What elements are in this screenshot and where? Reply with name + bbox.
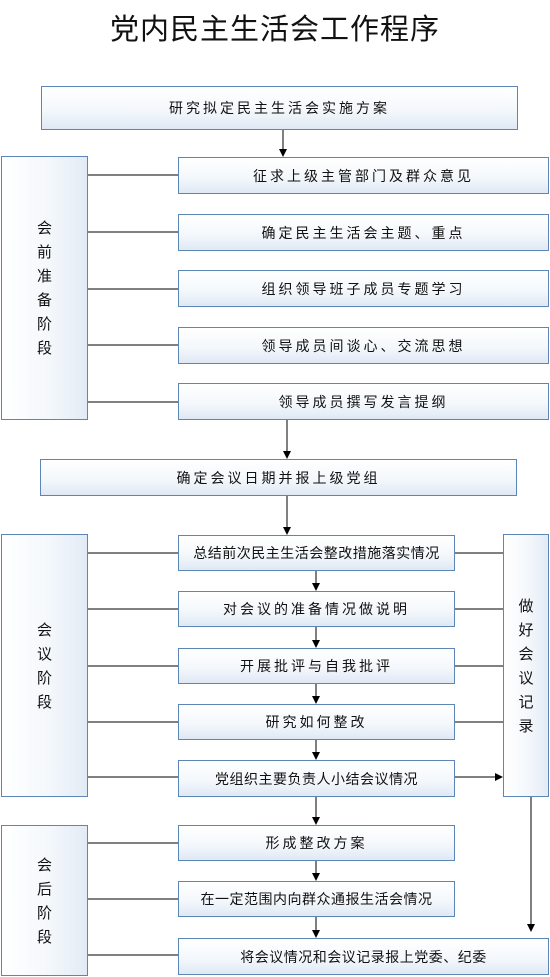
step-set-date: 确定会议日期并报上级党组 xyxy=(40,459,517,496)
step-rectification-study: 研究如何整改 xyxy=(178,704,455,740)
stage-record: 做好会议记录 xyxy=(503,534,549,797)
page-title: 党内民主生活会工作程序 xyxy=(109,12,440,46)
stage-post-meeting: 会后阶段 xyxy=(1,825,88,976)
step-determine-theme: 确定民主生活会主题、重点 xyxy=(178,214,549,251)
step-notify-masses: 在一定范围内向群众通报生活会情况 xyxy=(178,881,455,917)
step-criticism: 开展批评与自我批评 xyxy=(178,648,455,684)
step-report-committee: 将会议情况和会议记录报上党委、纪委 xyxy=(178,938,549,975)
step-solicit-opinions: 征求上级主管部门及群众意见 xyxy=(178,157,549,194)
step-rectification-plan: 形成整改方案 xyxy=(178,825,455,861)
stage-record-label: 做好会议记录 xyxy=(518,596,534,735)
step-write-outline: 领导成员撰写发言提纲 xyxy=(178,383,549,420)
stage-meeting-label: 会议阶段 xyxy=(37,620,53,711)
stage-pre-meeting: 会前准备阶段 xyxy=(1,156,88,420)
stage-post-meeting-label: 会后阶段 xyxy=(37,855,53,946)
step-summarize-previous: 总结前次民主生活会整改措施落实情况 xyxy=(178,535,455,571)
step-organize-study: 组织领导班子成员专题学习 xyxy=(178,270,549,307)
step-heart-to-heart: 领导成员间谈心、交流思想 xyxy=(178,327,549,364)
stage-meeting: 会议阶段 xyxy=(1,534,88,797)
step-leader-summary: 党组织主要负责人小结会议情况 xyxy=(178,760,455,797)
stage-pre-meeting-label: 会前准备阶段 xyxy=(37,219,53,357)
step-plan: 研究拟定民主生活会实施方案 xyxy=(41,86,518,130)
step-explain-preparation: 对会议的准备情况做说明 xyxy=(178,591,455,627)
